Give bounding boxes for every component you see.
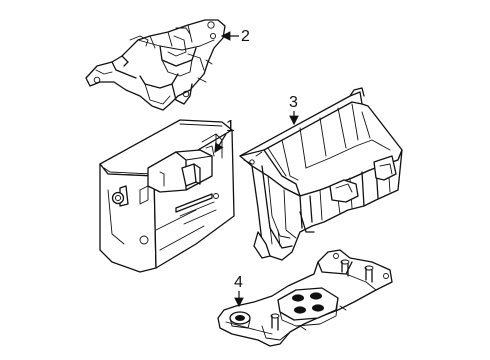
callout-label-4: 4 bbox=[234, 274, 243, 291]
callout-4: 4 bbox=[234, 274, 244, 308]
callout-label-3: 3 bbox=[289, 94, 298, 111]
callout-label-1: 1 bbox=[226, 118, 235, 135]
callout-2: 2 bbox=[220, 28, 250, 45]
callout-3: 3 bbox=[289, 94, 299, 126]
callout-label-2: 2 bbox=[241, 28, 250, 45]
module-part bbox=[99, 119, 235, 273]
mount-plate-part bbox=[217, 249, 393, 347]
callout-1: 1 bbox=[214, 118, 235, 154]
bracket-part bbox=[85, 19, 226, 111]
tray-part bbox=[239, 87, 403, 261]
